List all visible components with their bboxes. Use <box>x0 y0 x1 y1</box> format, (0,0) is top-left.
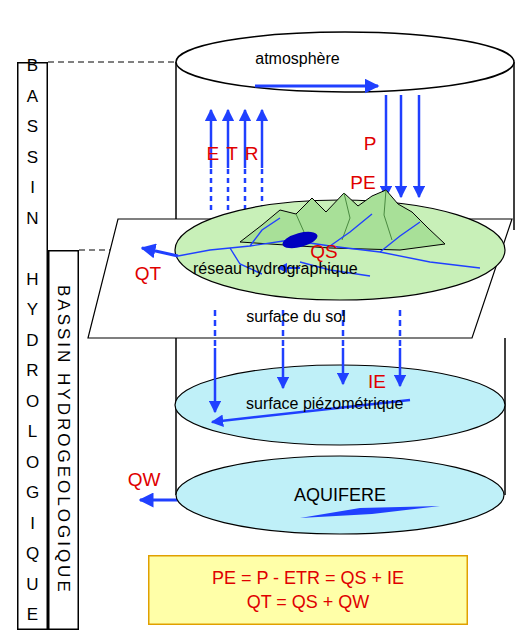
cylinder-top <box>176 32 514 92</box>
node-text: PE = P - ETR = QS + IE <box>212 566 404 590</box>
mountain-shape <box>240 190 445 250</box>
node-text: QT = QS + QW <box>247 590 370 614</box>
node-text: AQUIFERE <box>294 483 386 507</box>
formula-box: PE = P - ETR = QS + IEQT = QS + QW <box>148 555 468 625</box>
aquifer-ellipse: AQUIFERE <box>175 455 505 535</box>
flux-symbol: PE <box>343 173 383 194</box>
aquifer-ellipse-fill <box>176 456 504 534</box>
surface-label: surface piézométrique <box>246 395 408 413</box>
feature-label: réseau hydrographique <box>193 260 371 278</box>
cylinder-side <box>504 338 506 495</box>
formula-box-fill <box>149 556 468 625</box>
cylinder-side <box>513 62 515 230</box>
formula-box-outline <box>148 555 468 625</box>
cylinder-side <box>175 338 177 495</box>
surface-label: surface du sol <box>226 308 366 326</box>
cylinder-side <box>175 62 177 230</box>
layer-label: atmosphère <box>240 50 355 68</box>
relief-line <box>384 190 392 240</box>
flux-symbol: QT <box>128 264 168 285</box>
flow-arrow <box>255 85 378 88</box>
basin-band: BASSIN HYDROLOGIQUE <box>17 62 48 630</box>
flux-symbol: QW <box>124 470 164 491</box>
flux-symbol: P <box>355 134 385 155</box>
vertical-title: BASSIN HYDROGEOLOGIQUE <box>55 285 72 595</box>
flow-arrow <box>142 248 178 256</box>
vertical-title: BASSIN HYDROLOGIQUE <box>24 56 41 636</box>
basin-band-fill <box>49 251 79 630</box>
flux-symbol: IE <box>357 372 397 393</box>
basin-band: BASSIN HYDROGEOLOGIQUE <box>48 250 79 630</box>
flux-symbol: QS <box>304 242 344 263</box>
flux-symbol: ETR <box>196 144 276 165</box>
rain-arrows <box>386 95 419 197</box>
leader-line <box>48 62 176 63</box>
water-table <box>175 365 505 445</box>
